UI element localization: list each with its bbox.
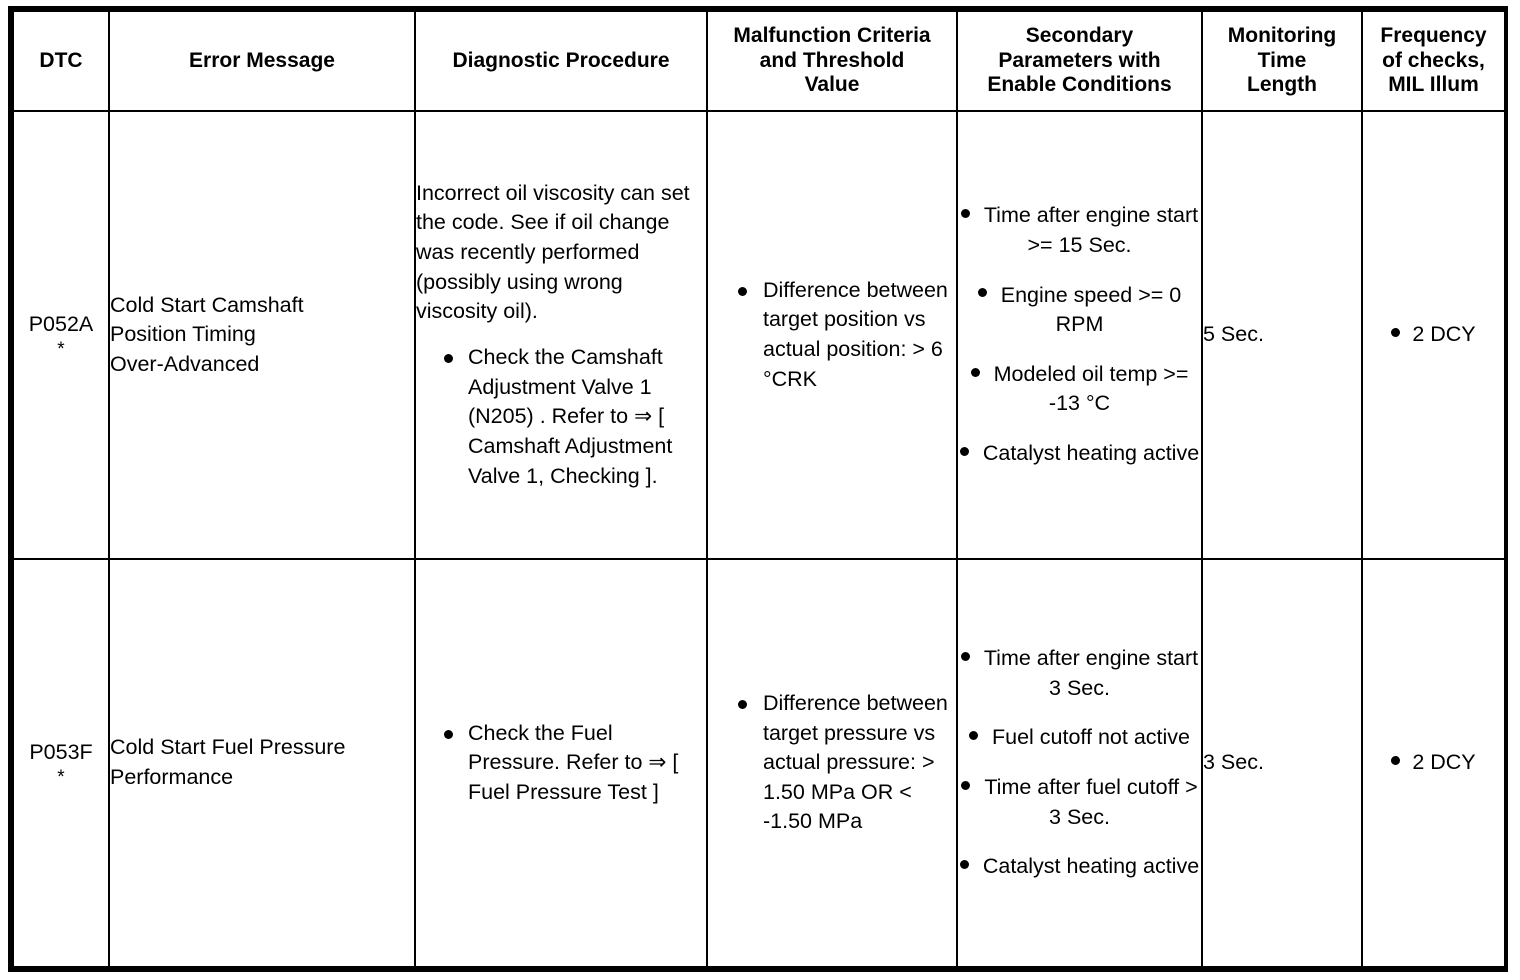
cell-dtc: P052A* — [12, 110, 110, 560]
list-item-label: 2 DCY — [1412, 750, 1476, 775]
list-item-label: Time after fuel cutoff > 3 Sec. — [984, 775, 1198, 829]
bullet-icon — [970, 367, 980, 377]
header-line: of checks, — [1382, 48, 1485, 72]
dtc-table-container: DTC Error Message Diagnostic Procedure M… — [8, 6, 1508, 972]
header-line: Length — [1247, 73, 1317, 97]
column-header-error-message: Error Message — [108, 10, 416, 112]
bullet-icon — [969, 731, 978, 741]
header-row: DTC Error Message Diagnostic Procedure M… — [12, 10, 1506, 112]
column-header-diagnostic-procedure: Diagnostic Procedure — [414, 10, 708, 112]
diagnostic-note: Incorrect oil viscosity can set the code… — [416, 180, 690, 324]
cell-diagnostic-procedure: Check the Fuel Pressure. Refer to ⇒ [ Fu… — [414, 558, 708, 968]
list-item: 2 DCY — [1363, 320, 1504, 350]
dtc-code: P053F — [29, 740, 93, 765]
header-line: Value — [804, 73, 860, 97]
list-item-label: Time after engine start 3 Sec. — [983, 646, 1199, 700]
cell-malfunction-criteria: Difference between target position vs ac… — [706, 110, 958, 560]
header-line: Secondary — [1025, 23, 1134, 47]
list-item-label: 2 DCY — [1412, 322, 1476, 347]
cell-monitoring-time-length: 5 Sec. — [1201, 110, 1363, 560]
header-line: MIL Illum — [1388, 73, 1479, 97]
header-line: Malfunction Criteria — [733, 23, 931, 47]
list-item: Engine speed >= 0 RPM — [958, 281, 1201, 340]
list-item-label: Catalyst heating active — [982, 854, 1200, 879]
diagnostic-bullet-list: Check the Fuel Pressure. Refer to ⇒ [ Fu… — [416, 719, 706, 808]
bullet-icon — [1391, 756, 1401, 765]
header-line: Diagnostic Procedure — [452, 48, 670, 72]
malfunction-bullet-list: Difference between target position vs ac… — [708, 276, 956, 395]
secondary-bullet-list: Time after engine start 3 Sec. Fuel cutof… — [958, 644, 1201, 882]
list-item: Difference between target pressure vs ac… — [708, 689, 956, 837]
diagnostic-bullet-list: Check the Camshaft Adjustment Valve 1 (N… — [416, 343, 706, 491]
error-message-line: Over-Advanced — [110, 351, 260, 376]
bullet-icon — [1391, 328, 1401, 337]
bullet-icon — [977, 288, 987, 298]
header-line: Enable Conditions — [987, 73, 1172, 97]
list-item-label: Time after engine start >= 15 Sec. — [983, 203, 1199, 257]
secondary-bullet-list: Time after engine start >= 15 Sec. Engine… — [958, 201, 1201, 469]
list-item: Modeled oil temp >= -13 °C — [958, 360, 1201, 419]
list-item: Check the Camshaft Adjustment Valve 1 (N… — [416, 343, 706, 491]
dtc-footnote-marker: * — [57, 766, 65, 788]
dtc-diagnostic-table: DTC Error Message Diagnostic Procedure M… — [12, 10, 1506, 968]
dtc-footnote-marker: * — [57, 338, 65, 360]
cell-monitoring-time-length: 3 Sec. — [1201, 558, 1363, 968]
cell-dtc: P053F* — [12, 558, 110, 968]
header-line: Error Message — [189, 48, 335, 72]
cell-diagnostic-procedure: Incorrect oil viscosity can set the code… — [414, 110, 708, 560]
list-item: Time after fuel cutoff > 3 Sec. — [958, 773, 1201, 832]
bullet-icon — [960, 209, 970, 219]
header-line: Monitoring — [1227, 23, 1337, 47]
list-item: Fuel cutoff not active — [958, 723, 1201, 753]
list-item: Check the Fuel Pressure. Refer to ⇒ [ Fu… — [416, 719, 706, 808]
cell-secondary-parameters: Time after engine start >= 15 Sec. Engine… — [956, 110, 1203, 560]
dtc-code: P052A — [28, 312, 94, 337]
bullet-icon — [961, 780, 971, 790]
error-message-line: Position Timing — [110, 322, 256, 347]
frequency-bullet-list: 2 DCY — [1363, 748, 1504, 778]
cell-secondary-parameters: Time after engine start 3 Sec. Fuel cutof… — [956, 558, 1203, 968]
malfunction-bullet-list: Difference between target pressure vs ac… — [708, 689, 956, 837]
header-line: DTC — [39, 48, 83, 72]
list-item-label: Catalyst heating active — [982, 441, 1200, 466]
table-header: DTC Error Message Diagnostic Procedure M… — [12, 10, 1506, 112]
header-line: Frequency — [1380, 23, 1487, 47]
column-header-dtc: DTC — [12, 10, 110, 112]
list-item: Time after engine start 3 Sec. — [958, 644, 1201, 703]
list-item-label: Engine speed >= 0 RPM — [1000, 282, 1182, 337]
bullet-icon — [959, 446, 969, 456]
header-line: Parameters with — [998, 48, 1161, 72]
list-item: Difference between target position vs ac… — [708, 276, 956, 395]
cell-frequency-of-checks: 2 DCY — [1361, 558, 1506, 968]
list-item: 2 DCY — [1363, 748, 1504, 778]
cell-frequency-of-checks: 2 DCY — [1361, 110, 1506, 560]
error-message-line: Cold Start Camshaft — [110, 292, 304, 317]
list-item: Time after engine start >= 15 Sec. — [958, 201, 1201, 260]
frequency-bullet-list: 2 DCY — [1363, 320, 1504, 350]
cell-malfunction-criteria: Difference between target pressure vs ac… — [706, 558, 958, 968]
bullet-icon — [960, 651, 970, 661]
list-item: Catalyst heating active — [958, 439, 1201, 469]
list-item-label: Fuel cutoff not active — [992, 725, 1190, 750]
error-message-line: Cold Start Fuel Pressure — [110, 735, 346, 760]
header-line: and Threshold — [759, 48, 905, 72]
list-item: Catalyst heating active — [958, 852, 1201, 882]
header-line: Time — [1257, 48, 1307, 72]
list-item-label: Modeled oil temp >= -13 °C — [993, 361, 1189, 416]
bullet-icon — [959, 860, 969, 870]
error-message-line: Performance — [110, 765, 234, 789]
